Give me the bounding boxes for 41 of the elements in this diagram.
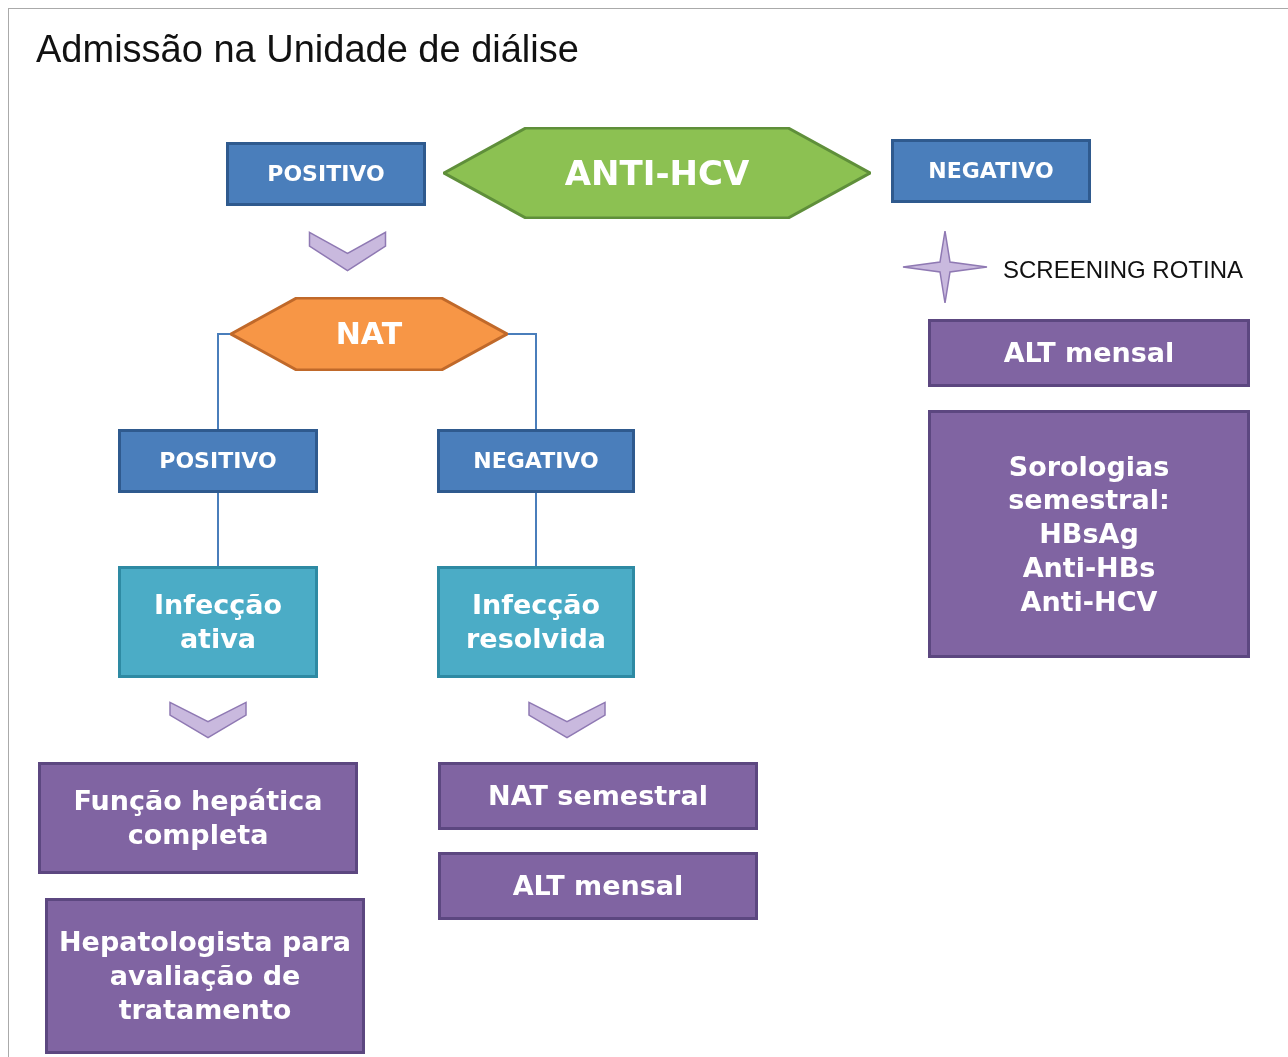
process-box: [928, 410, 1250, 658]
process-box: [45, 898, 365, 1054]
box-label: Hepatologista para avaliação de tratamento: [58, 925, 352, 1027]
connector-line: [535, 492, 537, 567]
connector-line: [217, 492, 219, 567]
box-label: Função hepática completa: [72, 784, 324, 852]
process-box: [437, 566, 635, 678]
connector-line: [505, 333, 537, 430]
chevron-arrow: [528, 701, 606, 739]
box-label: Infecção ativa: [152, 588, 284, 656]
box-label: NAT semestral: [488, 779, 708, 813]
process-box: [438, 852, 758, 920]
box-label: Sorologias semestral:: [1007, 449, 1171, 518]
box-label: NEGATIVO: [473, 447, 599, 475]
box-label: Anti-HBs: [1022, 550, 1156, 585]
process-box: [118, 566, 318, 678]
section-label: SCREENING ROTINA: [1003, 256, 1244, 284]
hexagon-label: ANTI-HCV: [564, 151, 750, 195]
hexagon-box: [443, 127, 871, 219]
chevron-arrow: [169, 701, 247, 739]
chevron-arrow: [308, 231, 387, 272]
process-box: [891, 139, 1091, 203]
box-label: NEGATIVO: [928, 157, 1054, 185]
process-box: [437, 429, 635, 493]
box-label: HBsAg: [1039, 517, 1139, 551]
box-label: ALT mensal: [512, 869, 684, 903]
box-label: Anti-HCV: [1020, 584, 1158, 619]
hexagon-box: [230, 297, 508, 371]
process-box: [118, 429, 318, 493]
box-label: Infecção resolvida: [465, 588, 607, 656]
four-point-star-arrow: [902, 230, 988, 304]
process-box: [928, 319, 1250, 387]
hexagon-label: NAT: [335, 315, 403, 353]
box-label: ALT mensal: [1003, 336, 1175, 370]
process-box: [38, 762, 358, 874]
process-box: [438, 762, 758, 830]
connector-line: [217, 333, 233, 430]
process-box: [226, 142, 426, 206]
box-label: POSITIVO: [267, 160, 385, 188]
title: Admissão na Unidade de diálise: [36, 28, 579, 71]
box-label: POSITIVO: [159, 447, 277, 475]
